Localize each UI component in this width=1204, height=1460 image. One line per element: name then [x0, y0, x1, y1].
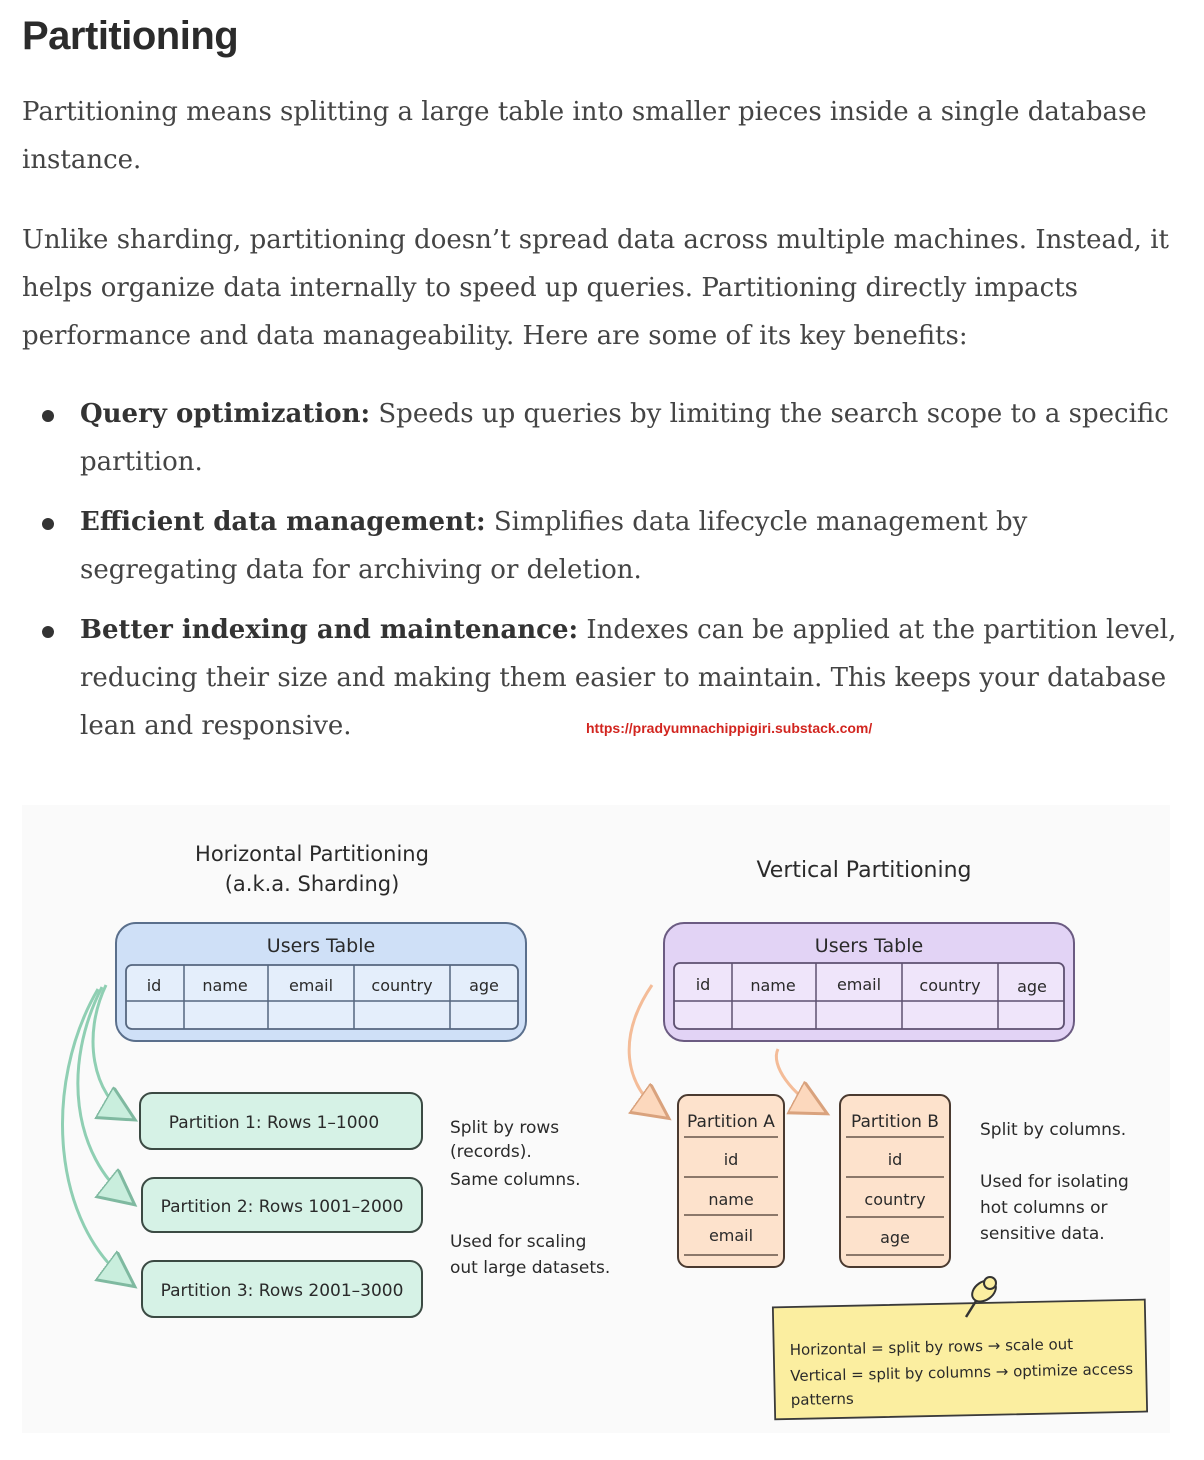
partition-b-field: id	[888, 1150, 903, 1169]
arrow-to-partition-3	[61, 988, 130, 1283]
horizontal-col-id: id	[147, 976, 162, 995]
vertical-col-country: country	[919, 976, 980, 995]
horizontal-table-title: Users Table	[267, 935, 375, 957]
bullet-dot-icon	[42, 626, 54, 638]
horizontal-title: Horizontal Partitioning	[195, 842, 429, 866]
vertical-title: Vertical Partitioning	[756, 858, 971, 883]
horizontal-col-email: email	[289, 976, 333, 995]
bullet-dot-icon	[42, 410, 54, 422]
horizontal-note-line: Same columns.	[450, 1170, 580, 1190]
pushpin-icon	[964, 1276, 997, 1318]
partition-a-box	[677, 1094, 785, 1268]
benefit-text: Speeds up queries by limiting the search…	[80, 399, 1169, 477]
horizontal-col-name: name	[202, 976, 247, 995]
arrow-to-partition-a	[629, 984, 664, 1115]
partition-2-box	[141, 1177, 423, 1233]
partition-b-field: country	[864, 1190, 925, 1209]
vertical-note-line: hot columns or	[980, 1198, 1107, 1218]
list-item: Query optimization: Speeds up queries by…	[22, 390, 1182, 486]
partition-3-label: Partition 3: Rows 2001–3000	[161, 1281, 404, 1301]
sticky-note-line: Horizontal = split by rows → scale out	[790, 1335, 1074, 1359]
benefit-text: Indexes can be applied at the partition …	[80, 615, 1177, 741]
arrow-to-partition-b	[774, 1048, 822, 1111]
page-title: Partitioning	[22, 14, 239, 58]
partition-a-field: name	[708, 1190, 753, 1209]
horizontal-note-line: Used for scaling	[450, 1232, 586, 1252]
horizontal-note-line: Split by rows	[450, 1118, 559, 1138]
list-item: Efficient data management: Simplifies da…	[22, 498, 1182, 594]
vertical-note-line: sensitive data.	[980, 1224, 1105, 1244]
bullet-dot-icon	[42, 518, 54, 530]
sticky-note-line: patterns	[791, 1390, 854, 1409]
vertical-col-age: age	[1017, 977, 1047, 996]
benefit-term: Better indexing and maintenance:	[80, 615, 579, 645]
arrow-to-partition-1	[91, 984, 130, 1117]
horizontal-table-grid	[125, 964, 519, 1030]
partition-2-label: Partition 2: Rows 1001–2000	[161, 1197, 404, 1217]
horizontal-subtitle: (a.k.a. Sharding)	[225, 872, 400, 896]
list-item: Better indexing and maintenance: Indexes…	[22, 606, 1182, 750]
partitioning-diagram: Horizontal Partitioning (a.k.a. Sharding…	[22, 805, 1170, 1433]
vertical-note-line: Split by columns.	[980, 1120, 1126, 1140]
horizontal-note-line: (records).	[450, 1142, 532, 1162]
vertical-col-email: email	[837, 975, 881, 994]
partition-1-label: Partition 1: Rows 1–1000	[169, 1113, 379, 1133]
vertical-table-title: Users Table	[815, 935, 923, 957]
vertical-table-grid	[673, 962, 1065, 1030]
horizontal-col-country: country	[371, 976, 432, 995]
benefit-term: Query optimization:	[80, 399, 371, 429]
partition-a-field: id	[724, 1150, 739, 1169]
benefit-text: Simplifies data lifecycle management by …	[80, 507, 1028, 585]
partition-1-box	[139, 1092, 423, 1150]
partition-3-box	[141, 1260, 423, 1318]
partition-b-field: age	[880, 1228, 910, 1247]
vertical-col-name: name	[750, 976, 795, 995]
partition-b-title: Partition B	[851, 1112, 939, 1132]
horizontal-col-age: age	[469, 976, 499, 995]
vertical-note-line: Used for isolating	[980, 1172, 1129, 1192]
partition-a-title: Partition A	[687, 1112, 775, 1132]
partition-a-field: email	[709, 1226, 753, 1245]
diagram-svg: Horizontal Partitioning (a.k.a. Sharding…	[61, 842, 1149, 1421]
partition-b-box	[839, 1094, 951, 1268]
vertical-col-id: id	[696, 975, 711, 994]
details-paragraph: Unlike sharding, partitioning doesn’t sp…	[22, 225, 1169, 351]
sticky-note: Horizontal = split by rows → scale out V…	[771, 1298, 1149, 1421]
arrow-to-partition-2	[76, 986, 130, 1201]
source-link[interactable]: https://pradyumnachippigiri.substack.com…	[586, 720, 873, 736]
benefits-list: Query optimization: Speeds up queries by…	[22, 390, 1182, 762]
horizontal-note-line: out large datasets.	[450, 1258, 610, 1278]
benefit-term: Efficient data management:	[80, 507, 486, 537]
intro-paragraph: Partitioning means splitting a large tab…	[22, 97, 1147, 175]
